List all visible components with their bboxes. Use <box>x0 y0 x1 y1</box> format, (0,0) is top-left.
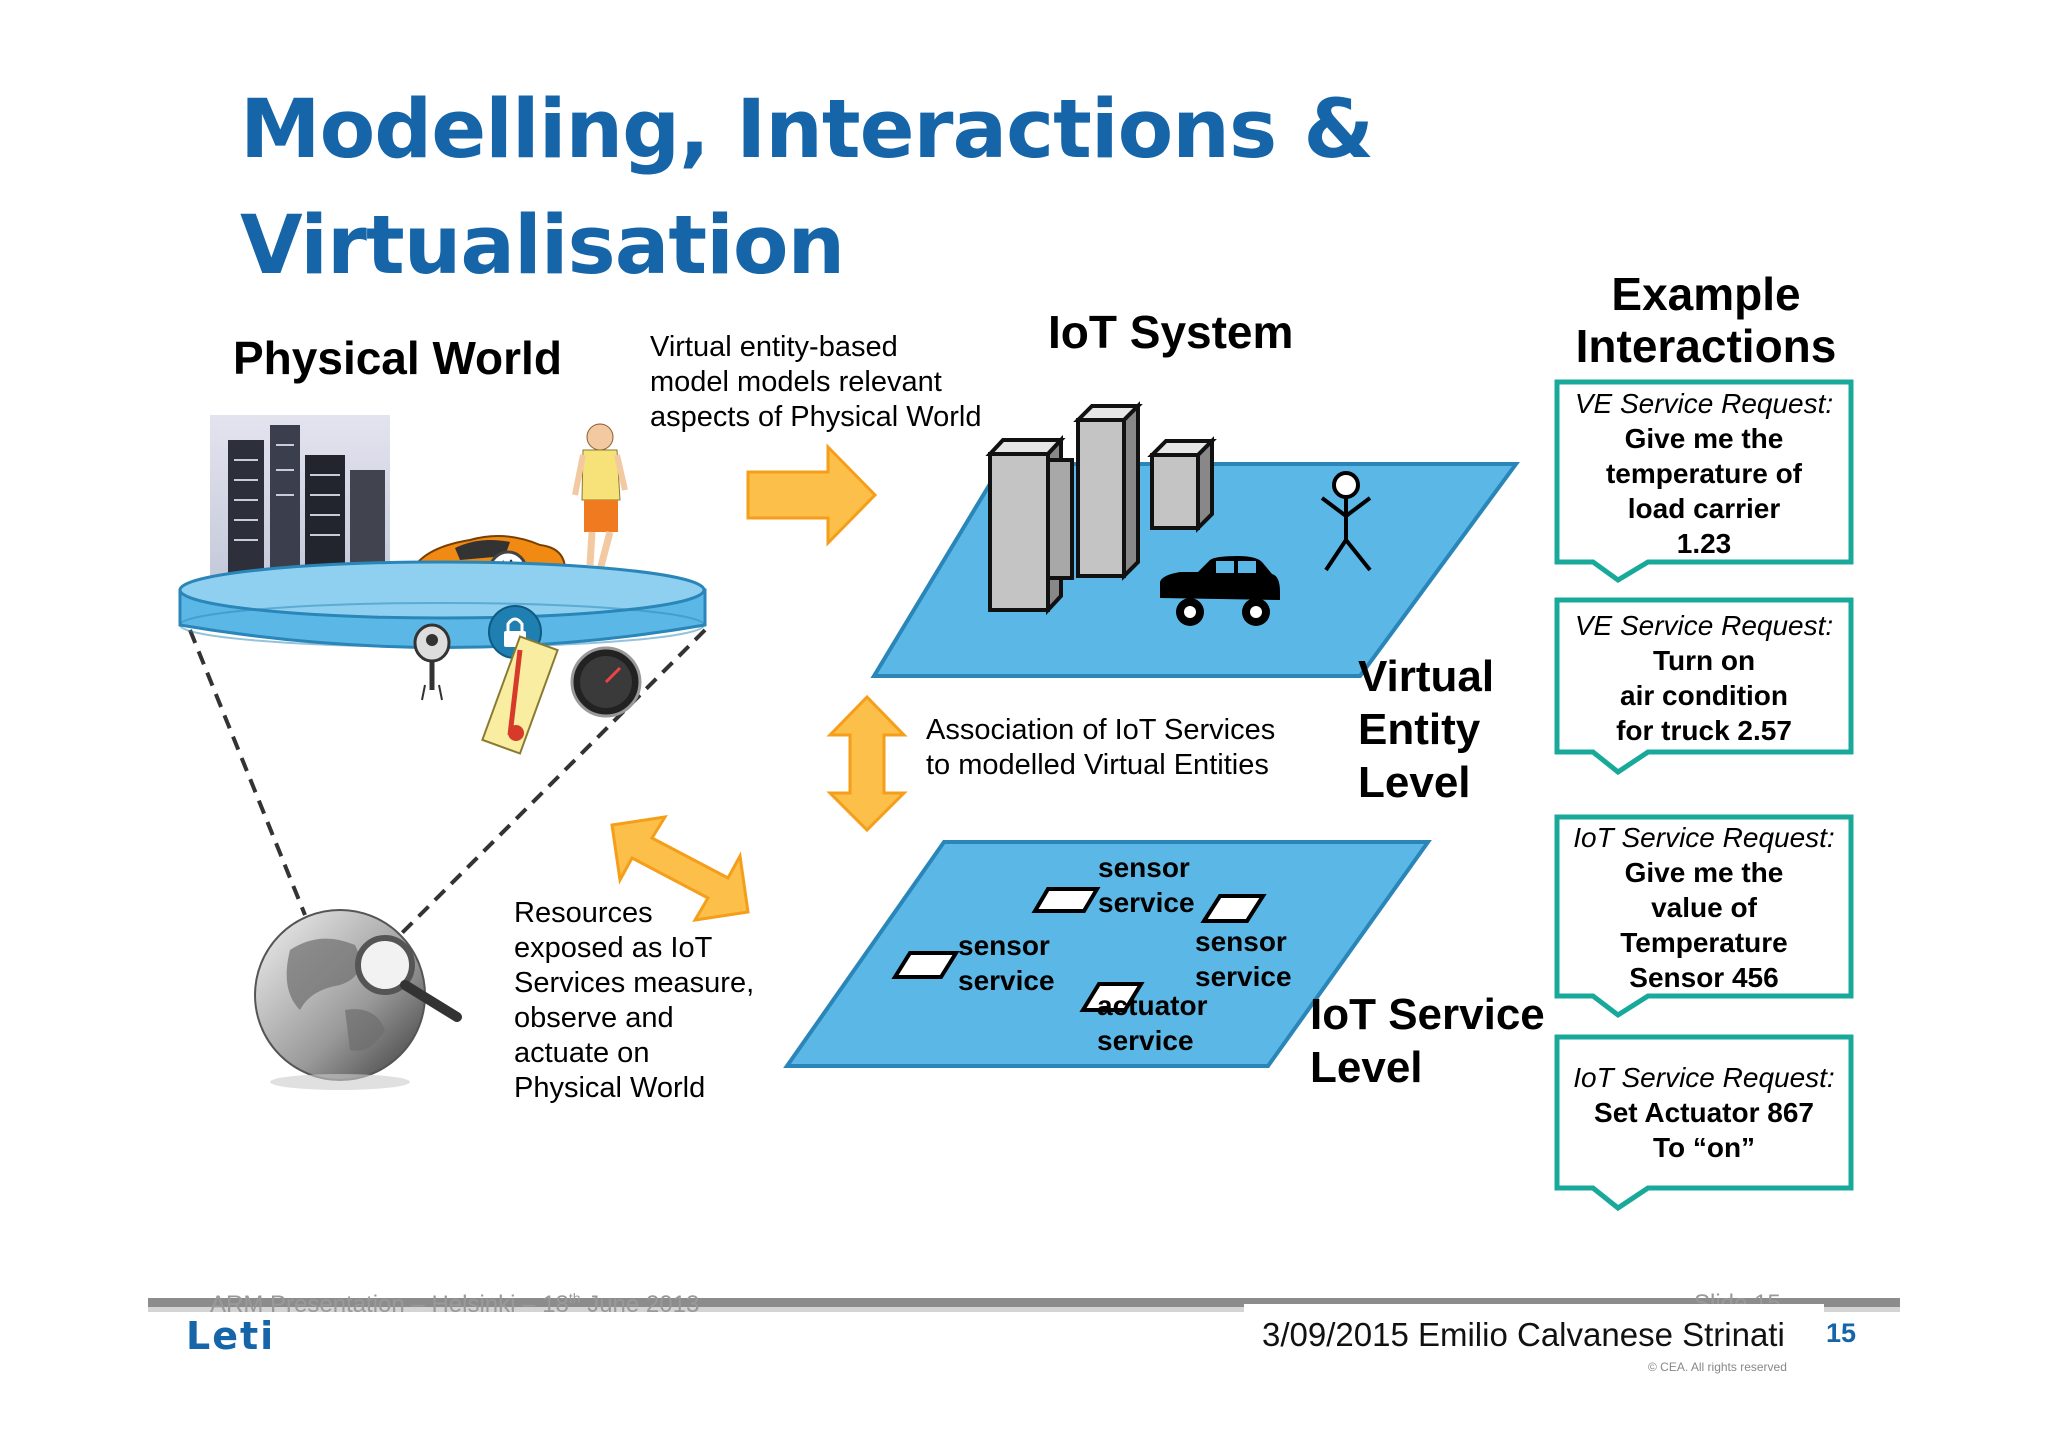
label-line: Virtual <box>1358 652 1495 701</box>
service-label-line: service <box>1097 1025 1194 1056</box>
service-label-line: service <box>958 965 1055 996</box>
iot-system-heading: IoT System <box>1048 306 1294 358</box>
sensor-service-label-right: sensor service <box>1195 924 1292 994</box>
example-interactions-heading: Example Interactions <box>1556 268 1856 372</box>
label-line: Level <box>1310 1043 1423 1092</box>
request-type: IoT Service Request: <box>1573 822 1835 853</box>
iot-service-level-label: IoT Service Level <box>1310 988 1545 1094</box>
sensor-service-label-top: sensor service <box>1098 850 1195 920</box>
caption-line: Virtual entity-based <box>650 331 898 363</box>
page-number: 15 <box>1826 1318 1857 1348</box>
request-line: To “on” <box>1652 1132 1756 1163</box>
city-buildings-image <box>210 415 390 590</box>
physical-world-heading: Physical World <box>233 332 562 384</box>
car-icon <box>1160 556 1280 626</box>
gauge-image <box>570 646 642 718</box>
service-label-line: service <box>1098 887 1195 918</box>
request-type: IoT Service Request: <box>1573 1062 1835 1093</box>
footer-author: 3/09/2015 Emilio Calvanese Strinati <box>1262 1316 1785 1353</box>
arrow-updown <box>826 694 908 833</box>
resources-caption: Resources exposed as IoT Services measur… <box>514 896 754 1106</box>
request-line: temperature of <box>1605 458 1803 489</box>
caption-line: Resources <box>514 897 653 929</box>
example-interaction-1: VE Service Request: Give me the temperat… <box>1555 386 1853 561</box>
request-type: VE Service Request: <box>1574 610 1834 641</box>
example-interaction-2: VE Service Request: Turn on air conditio… <box>1555 608 1853 748</box>
globe-image <box>254 909 426 1090</box>
parking-meter-image <box>413 623 451 701</box>
magnifier-icon <box>355 935 462 1022</box>
callout-frames <box>1554 379 1854 1212</box>
caption-line: aspects of Physical World <box>650 401 982 433</box>
service-label-line: service <box>1195 961 1292 992</box>
footer-presentation-text: ARM Presentation – Helsinki – 18 <box>210 1291 569 1318</box>
association-caption: Association of IoT Services to modelled … <box>926 713 1275 783</box>
label-line: Entity <box>1358 705 1481 754</box>
heading-line: Example <box>1611 268 1801 320</box>
arrow-right <box>746 443 878 547</box>
actuator-service-label: actuator service <box>1097 988 1207 1058</box>
slide-title-line-2: Virtualisation <box>240 199 845 293</box>
caption-line: to modelled Virtual Entities <box>926 749 1269 781</box>
physical-world-disc <box>178 560 707 649</box>
runner-image <box>572 423 628 571</box>
service-label-line: sensor <box>958 930 1050 961</box>
request-line: 1.23 <box>1676 528 1732 559</box>
actuator-service-tile <box>1079 982 1145 1012</box>
example-interaction-3: IoT Service Request: Give me the value o… <box>1555 820 1853 995</box>
request-line: Turn on <box>1652 645 1756 676</box>
footer-rule <box>148 1298 1900 1312</box>
caption-line: actuate on <box>514 1037 650 1069</box>
callout-2-frame <box>1554 597 1854 776</box>
callout-4-frame <box>1554 1034 1854 1212</box>
person-icon <box>1320 471 1372 572</box>
virtual-entity-level-label: Virtual Entity Level <box>1358 650 1494 809</box>
request-line: Sensor 456 <box>1629 962 1779 993</box>
label-line: IoT Service <box>1310 990 1545 1039</box>
sensor-service-label-left: sensor service <box>958 928 1055 998</box>
service-tiles <box>891 887 1267 1012</box>
example-interaction-4: IoT Service Request: Set Actuator 867 To… <box>1555 1060 1853 1165</box>
service-label-line: sensor <box>1195 926 1287 957</box>
callout-1-frame <box>1554 379 1854 583</box>
footer-copyright: © CEA. All rights reserved <box>1648 1360 1787 1374</box>
service-label-line: actuator <box>1097 990 1208 1021</box>
caption-line: observe and <box>514 1002 674 1034</box>
caption-line: Physical World <box>514 1072 706 1104</box>
thermometer-image <box>481 635 559 755</box>
service-label-line: sensor <box>1098 852 1190 883</box>
caption-line: model models relevant <box>650 366 942 398</box>
funnel-lines <box>188 628 707 937</box>
sensor-service-tile-left <box>891 951 960 979</box>
request-line: for truck 2.57 <box>1616 715 1792 746</box>
sensor-service-tile-right <box>1200 894 1267 923</box>
request-line: load carrier <box>1627 493 1781 524</box>
arrow-diagonal <box>610 815 750 922</box>
heading-line: Interactions <box>1575 320 1837 372</box>
slide-title: Modelling, Interactions & Virtualisation <box>240 72 1440 304</box>
label-line: Level <box>1358 758 1471 807</box>
footer-presentation-sup: th <box>568 1290 581 1306</box>
request-line: Set Actuator 867 <box>1594 1097 1814 1128</box>
request-line: Give me the <box>1624 423 1784 454</box>
request-line: air condition <box>1620 680 1788 711</box>
callout-3-frame <box>1554 814 1854 1019</box>
caption-line: exposed as IoT <box>514 932 713 964</box>
caption-line: Services measure, <box>514 967 755 999</box>
sensor-service-tile-top <box>1031 887 1101 913</box>
request-line: Give me the <box>1624 857 1784 888</box>
request-line: Temperature <box>1620 927 1788 958</box>
iot-service-plane <box>783 840 1432 1068</box>
request-line: value of <box>1651 892 1757 923</box>
virtual-entity-model-caption: Virtual entity-based model models releva… <box>650 330 982 435</box>
footer-presentation: ARM Presentation – Helsinki – 18th June … <box>210 1290 699 1319</box>
footer-presentation-end: June 2013 <box>580 1291 700 1318</box>
footer-author-band <box>1244 1304 1824 1366</box>
slide-title-line-1: Modelling, Interactions & <box>240 83 1374 177</box>
request-type: VE Service Request: <box>1574 388 1834 419</box>
virtual-buildings <box>985 401 1217 616</box>
leti-logo: Leti <box>186 1314 276 1358</box>
caption-line: Association of IoT Services <box>926 714 1276 746</box>
